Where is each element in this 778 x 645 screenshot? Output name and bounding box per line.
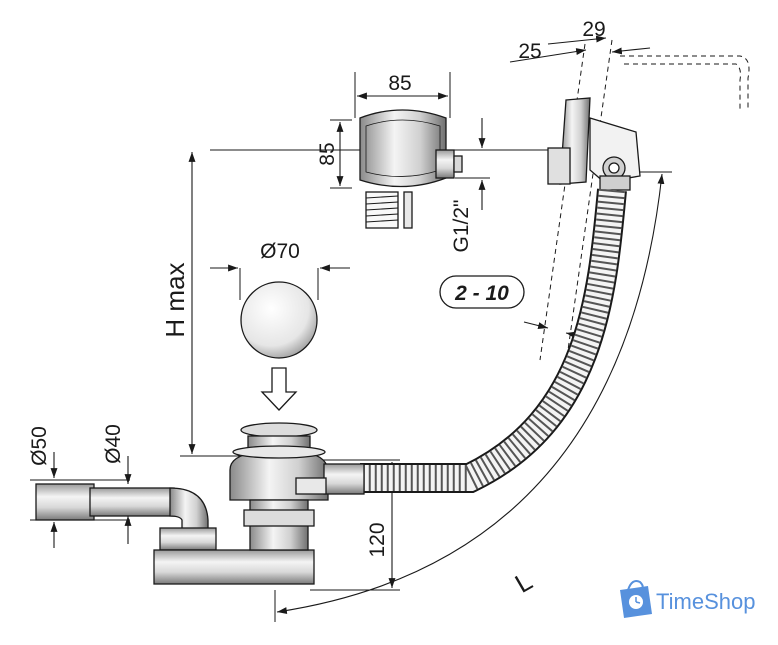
timeshop-watermark: TimeShop <box>620 580 755 618</box>
corrugated-hose <box>360 188 627 493</box>
hose-corrugation <box>360 188 625 491</box>
dim-29-left <box>547 35 607 45</box>
hose-connector <box>323 463 365 495</box>
waste-trap <box>35 422 365 585</box>
drain-cover <box>240 281 318 411</box>
dim-29-label: 29 <box>582 18 605 41</box>
dim-85-height-label: 85 <box>316 142 339 165</box>
control-valve <box>359 109 463 229</box>
dim-length <box>276 173 665 614</box>
trap-base <box>153 549 315 585</box>
drain-cover-disc <box>240 281 318 359</box>
range-callout-box <box>439 275 525 309</box>
trap-elbow <box>169 487 209 531</box>
dim-120-label: 120 <box>366 522 389 557</box>
overflow-filler-head <box>547 97 641 191</box>
dimension-lines <box>50 35 665 614</box>
projection-lines <box>539 39 750 361</box>
dim-range-a <box>523 321 549 329</box>
valve-thread-outlet <box>435 149 455 179</box>
dim-d70-label: Ø70 <box>260 240 300 263</box>
outlet-pipe-d50 <box>35 483 95 521</box>
trap-nut <box>159 527 217 551</box>
dim-d40-label: Ø40 <box>102 424 125 464</box>
overflow-pipe-outline <box>620 55 750 110</box>
dim-d50-label: Ø50 <box>28 426 51 466</box>
dim-length-label: L <box>510 566 538 599</box>
dim-25-label: 25 <box>518 40 541 63</box>
dim-85-width-label: 85 <box>388 72 411 95</box>
valve-rod <box>403 191 413 229</box>
dim-h-max-label: H max <box>160 262 190 337</box>
dim-29-right <box>611 47 651 55</box>
valve-body <box>359 109 447 188</box>
watermark-brand: TimeShop <box>656 589 755 614</box>
plug-head <box>240 422 318 438</box>
down-arrow-icon <box>260 367 298 411</box>
dim-25 <box>509 48 587 63</box>
range-callout-label: 2 - 10 <box>454 282 509 305</box>
range-callout: 2 - 10 <box>439 275 525 309</box>
dim-g12-label: G1/2" <box>450 200 473 253</box>
outlet-pipe-d40 <box>89 487 175 517</box>
shopping-bag-clock-icon <box>620 580 652 618</box>
